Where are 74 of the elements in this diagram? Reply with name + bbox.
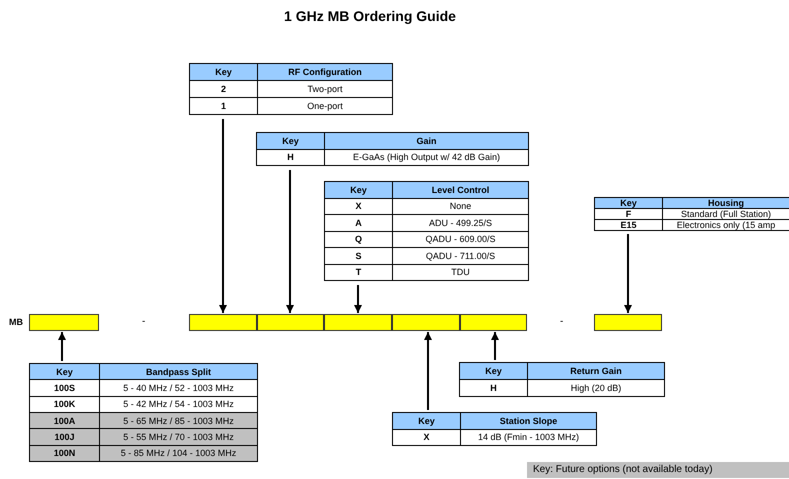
column-header: Key (256, 132, 324, 149)
arrow (286, 170, 294, 313)
option-description: QADU - 711.00/S (392, 248, 528, 264)
separator-dash: - (142, 316, 146, 327)
column-header: Housing (662, 198, 789, 208)
option-code: 100J (30, 428, 100, 446)
option-description: E-GaAs (High Output w/ 42 dB Gain) (324, 149, 528, 166)
option-description: 5 - 85 MHz / 104 - 1003 MHz (100, 445, 258, 462)
option-description: 5 - 42 MHz / 54 - 1003 MHz (100, 396, 258, 412)
diagram-title: 1 GHz MB Ordering Guide (283, 8, 457, 24)
options-table (594, 197, 789, 230)
option-description: 5 - 65 MHz / 85 - 1003 MHz (100, 412, 258, 429)
option-description: 14 dB (Fmin - 1003 MHz) (460, 429, 596, 446)
option-code: 100A (30, 412, 100, 429)
option-code: F (594, 208, 662, 220)
option-description: None (392, 198, 528, 214)
options-table (256, 132, 528, 166)
code-field (189, 314, 257, 331)
column-header: Key (30, 364, 100, 380)
option-code: 2 (190, 80, 258, 98)
code-field (594, 314, 662, 331)
column-header: Return Gain (528, 362, 664, 380)
option-description: 5 - 40 MHz / 52 - 1003 MHz (100, 380, 258, 396)
column-header: Station Slope (460, 412, 596, 429)
arrow (219, 119, 227, 313)
option-code: E15 (594, 220, 662, 230)
column-header: Bandpass Split (100, 364, 258, 380)
option-code: H (256, 149, 324, 166)
option-code: 100K (30, 396, 100, 412)
options-table (392, 412, 596, 446)
option-description: TDU (392, 264, 528, 280)
code-field (257, 314, 324, 331)
option-code: 100N (30, 445, 100, 462)
option-description: 5 - 55 MHz / 70 - 1003 MHz (100, 428, 258, 446)
column-header: RF Configuration (258, 64, 392, 80)
model-prefix: MB (9, 317, 23, 327)
column-header: Key (460, 362, 528, 380)
option-description: ADU - 499.25/S (392, 214, 528, 231)
option-code: A (324, 214, 392, 231)
arrow (424, 332, 432, 410)
option-code: 100S (30, 380, 100, 396)
option-code: Q (324, 231, 392, 248)
option-description: High (20 dB) (528, 380, 664, 396)
column-header: Level Control (392, 182, 528, 198)
column-header: Key (392, 412, 460, 429)
option-description: One-port (258, 98, 392, 114)
option-code: H (460, 380, 528, 396)
option-code: 1 (190, 98, 258, 114)
options-table (459, 362, 664, 397)
options-table (29, 363, 257, 462)
option-code: T (324, 264, 392, 280)
options-table (324, 181, 528, 281)
arrow (624, 234, 632, 313)
code-field (324, 314, 392, 331)
arrow (354, 285, 362, 313)
arrow (491, 332, 499, 360)
column-header: Key (594, 198, 662, 208)
option-description: Standard (Full Station) (662, 208, 789, 220)
column-header: Key (324, 182, 392, 198)
option-code: S (324, 248, 392, 264)
options-table (189, 63, 392, 115)
legend-text: Key: Future options (not available today) (533, 464, 713, 475)
option-code: X (324, 198, 392, 214)
code-field (392, 314, 460, 331)
option-description: Electronics only (15 amp (662, 220, 789, 230)
column-header: Key (190, 64, 258, 80)
column-header: Gain (324, 132, 528, 149)
code-field (460, 314, 527, 331)
option-description: QADU - 609.00/S (392, 231, 528, 248)
separator-dash: - (560, 316, 564, 327)
option-code: X (392, 429, 460, 446)
code-field (29, 314, 99, 331)
option-description: Two-port (258, 80, 392, 98)
arrow (58, 332, 66, 361)
